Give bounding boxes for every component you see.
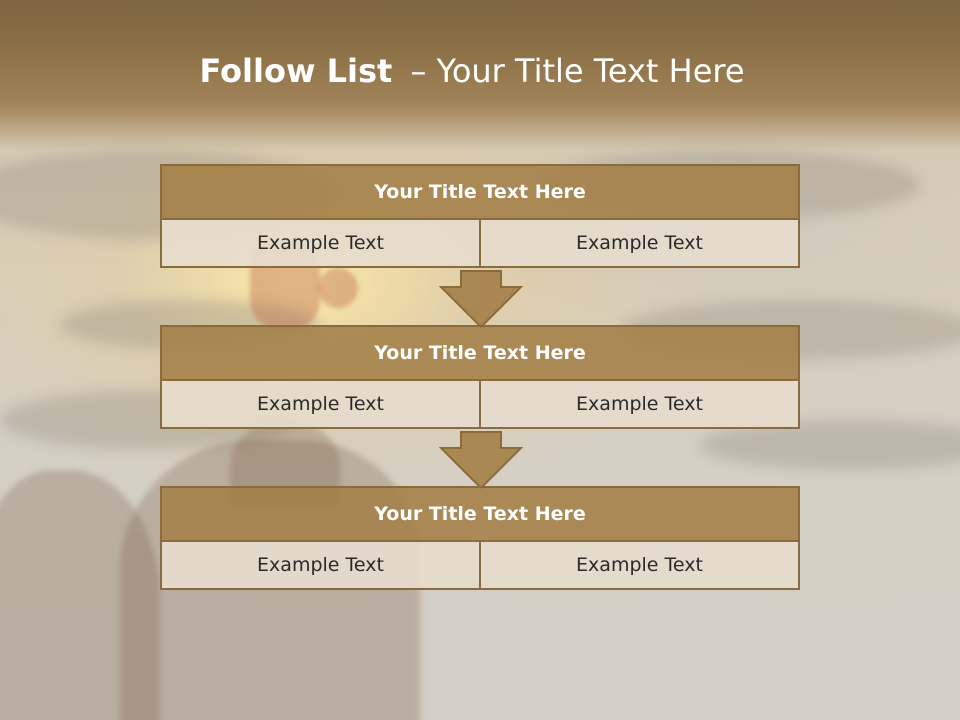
step-row: Example Text Example Text	[160, 540, 800, 590]
step-text-left: Example Text	[160, 540, 481, 590]
down-arrow-icon	[438, 270, 524, 329]
step-title: Your Title Text Here	[160, 325, 800, 381]
step-text-left: Example Text	[160, 218, 481, 268]
down-arrow-icon	[438, 431, 524, 490]
step-text-right: Example Text	[479, 540, 800, 590]
step-title: Your Title Text Here	[160, 486, 800, 542]
step-block-2: Your Title Text Here Example Text Exampl…	[160, 325, 800, 429]
slide-title-bold: Follow List	[199, 52, 393, 90]
step-text-right: Example Text	[479, 379, 800, 429]
step-text-right: Example Text	[479, 218, 800, 268]
step-row: Example Text Example Text	[160, 379, 800, 429]
slide-title: Follow List – Your Title Text Here	[0, 52, 944, 90]
step-text-left: Example Text	[160, 379, 481, 429]
slide-title-rest: – Your Title Text Here	[410, 52, 745, 90]
step-block-3: Your Title Text Here Example Text Exampl…	[160, 486, 800, 590]
step-row: Example Text Example Text	[160, 218, 800, 268]
step-block-1: Your Title Text Here Example Text Exampl…	[160, 164, 800, 268]
title-bar	[0, 0, 960, 150]
step-title: Your Title Text Here	[160, 164, 800, 220]
